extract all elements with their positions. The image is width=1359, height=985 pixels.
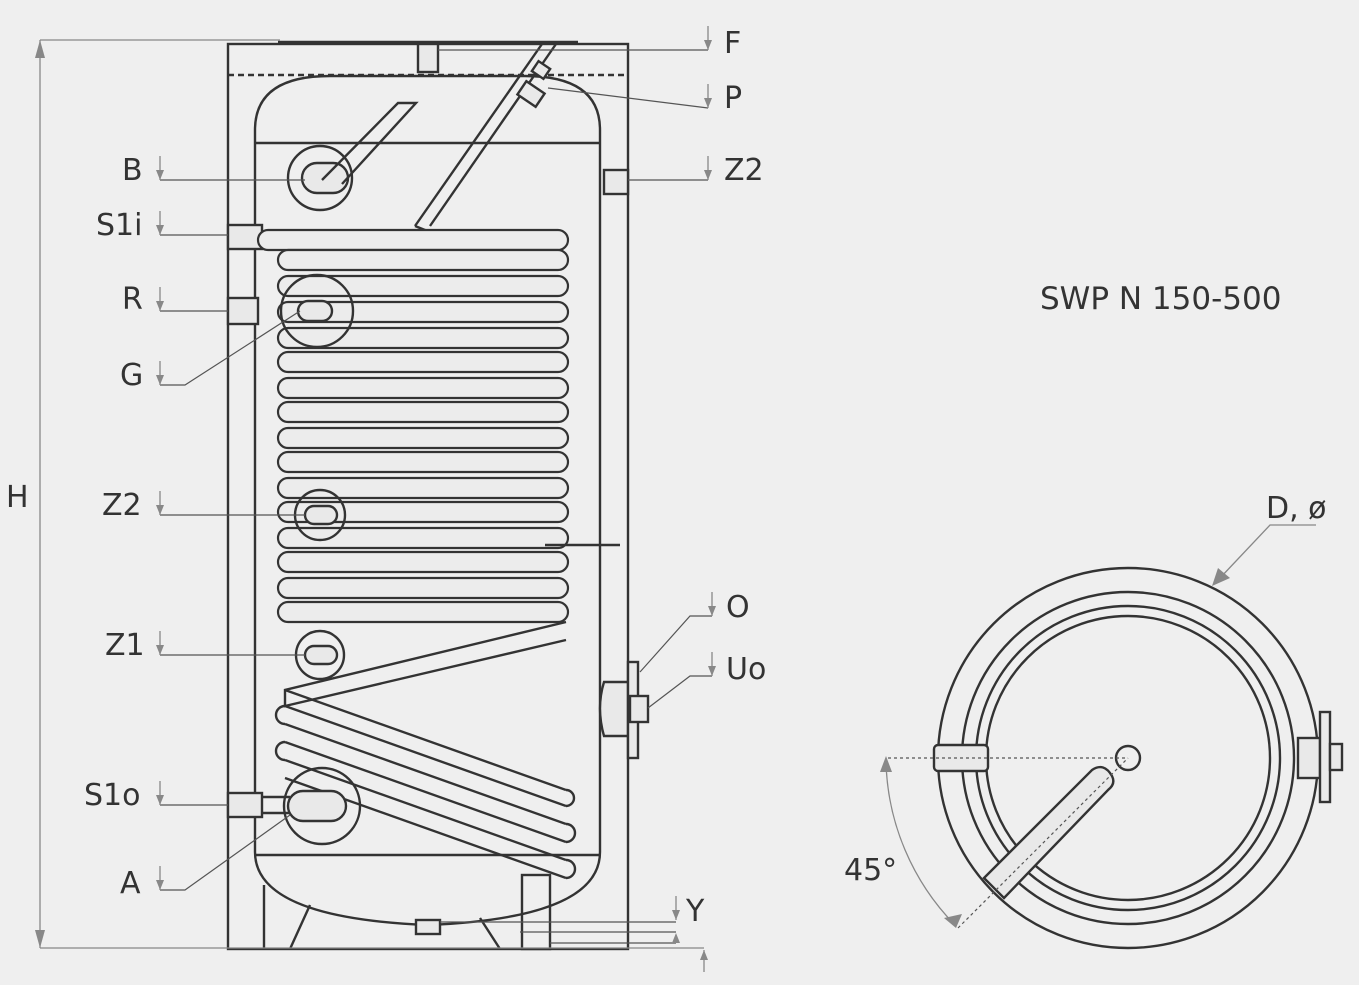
label-s1i: S1i [96,208,142,243]
label-z2: Z2 [102,488,142,523]
diameter-leader [1219,524,1316,579]
label-a: A [120,866,141,901]
coil-inlet-s1i [226,223,264,251]
label-y: Y [685,894,705,929]
label-g: G [120,358,143,393]
coil-outlet-s1o [226,791,264,819]
anode-b [286,101,419,212]
right-flange [1296,710,1344,804]
dimension-arrows [156,26,716,972]
angle-arc [885,761,956,926]
inner-vessel [253,74,602,927]
leader-lines [160,49,712,944]
coil-return-upper [283,620,567,708]
flange-o-uo [598,660,650,760]
label-h: H [6,480,29,515]
height-dimension [35,39,704,949]
leg-right [520,873,552,951]
label-o: O [726,590,750,625]
label-z1: Z1 [105,628,145,663]
diameter-arrow [1212,568,1230,586]
label-s1o: S1o [84,778,140,813]
tank-side-view: H B S1i R G Z2 Z1 S1o A F P Z2 O Uo Y [6,26,766,972]
label-angle: 45° [844,853,897,888]
diagonal-pipe [982,765,1115,900]
label-f: F [724,26,741,61]
tank-top-view: 45° D, ø [844,491,1344,950]
connection-a [282,766,362,846]
connection-z2-top [602,168,630,196]
label-b: B [122,153,143,188]
leg-left-strut [288,904,312,950]
angle-arrow-top [880,756,892,772]
model-name: SWP N 150-500 [1040,281,1281,317]
connection-r [226,296,260,326]
connection-g [279,273,355,349]
bottom-drain [414,918,442,936]
angle-arrow-bottom [944,914,962,928]
top-connection-f [416,42,440,74]
label-diameter: D, ø [1266,491,1327,526]
label-r: R [122,282,143,317]
label-z2-top: Z2 [724,153,764,188]
heating-coil [226,223,620,880]
leg-right-strut [478,917,502,950]
label-uo: Uo [726,652,766,687]
label-p: P [724,81,742,116]
diagonal-reference [957,757,1129,929]
